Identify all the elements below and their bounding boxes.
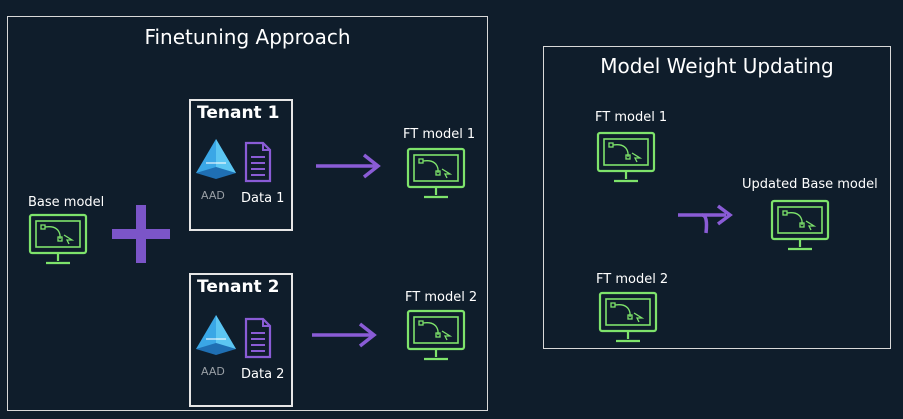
updated-base-model-label: Updated Base model: [742, 177, 878, 192]
ft-model-2-monitor-icon: [406, 309, 466, 365]
data-2-label: Data 2: [241, 367, 285, 382]
base-model-label: Base model: [28, 195, 105, 210]
aad-label-1: AAD: [201, 189, 225, 202]
aad-pyramid-icon: [196, 315, 236, 355]
ft-model-1-label: FT model 1: [403, 127, 476, 142]
updated-base-model-monitor-icon: [770, 199, 830, 255]
arrow-right-icon: [312, 322, 377, 348]
finetuning-title: Finetuning Approach: [144, 25, 351, 49]
ft-model-1-monitor-icon: [406, 147, 466, 203]
ft-model-2-input-label: FT model 2: [596, 272, 669, 287]
arrow-right-icon: [316, 153, 381, 179]
ft-model-2-input-monitor-icon: [598, 291, 658, 347]
tenant-1-title: Tenant 1: [197, 103, 280, 123]
tenant-1-box: Tenant 1 AAD Data 1: [189, 99, 293, 231]
weight-updating-panel: Model Weight Updating FT model 1 FT mode…: [543, 46, 891, 349]
aad-label-2: AAD: [201, 365, 225, 378]
aad-pyramid-icon: [196, 139, 236, 179]
tenant-2-title: Tenant 2: [197, 277, 280, 297]
merge-arrow-icon: [678, 204, 733, 234]
base-model-monitor-icon: [28, 213, 88, 269]
document-icon: [244, 141, 272, 183]
data-1-label: Data 1: [241, 191, 285, 206]
ft-model-1-input-label: FT model 1: [595, 110, 668, 125]
plus-icon: [112, 205, 170, 263]
document-icon: [244, 317, 272, 359]
finetuning-panel: Finetuning Approach Base model Tenant 1 …: [7, 16, 488, 411]
weight-updating-title: Model Weight Updating: [600, 54, 834, 78]
tenant-2-box: Tenant 2 AAD Data 2: [189, 273, 293, 407]
ft-model-2-label: FT model 2: [405, 290, 478, 305]
ft-model-1-input-monitor-icon: [596, 131, 656, 187]
